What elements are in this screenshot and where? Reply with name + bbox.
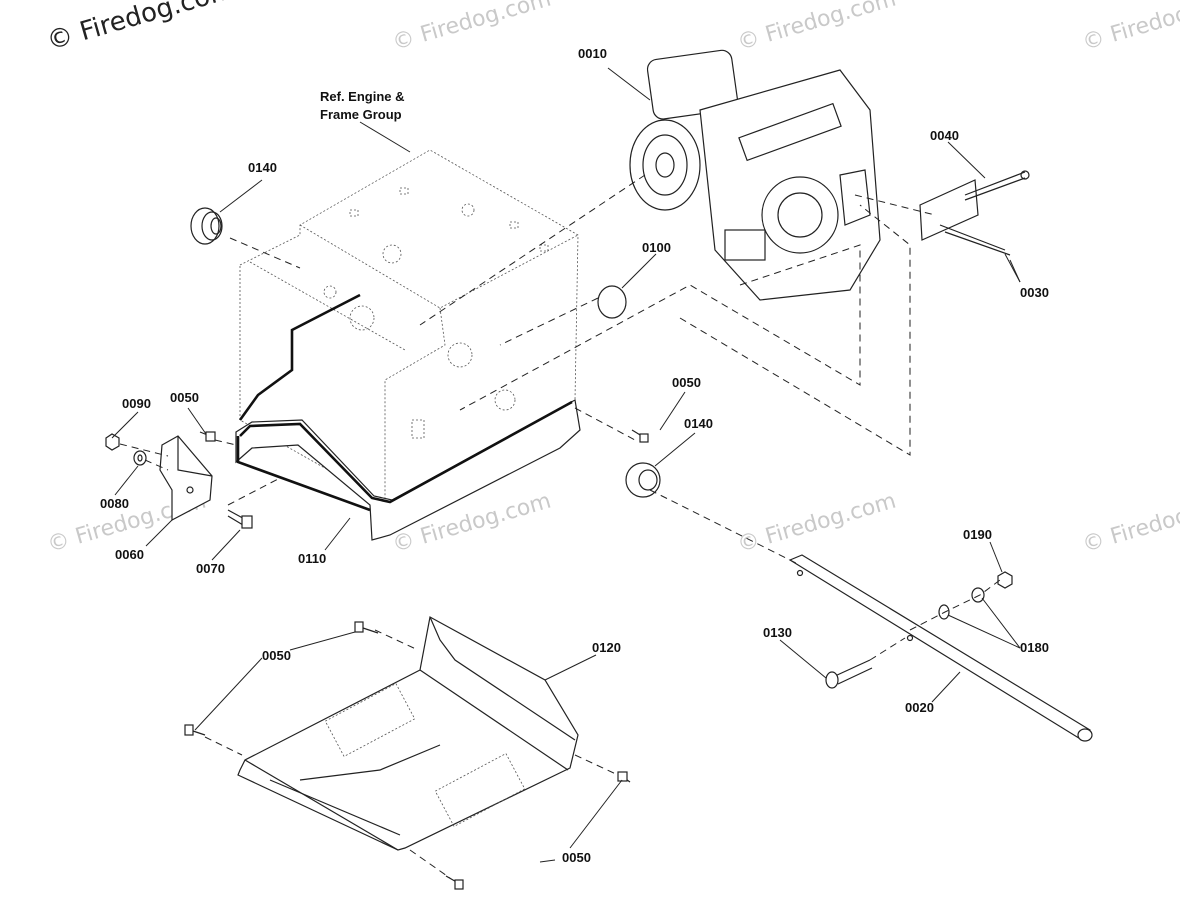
bushing-right (625, 462, 661, 498)
bracket-rod (919, 170, 1030, 256)
label-0140-right: 0140 (684, 416, 713, 431)
bushing-left (190, 207, 223, 245)
screw-mid (631, 429, 649, 443)
watermark-tile: © Firedog.com (1080, 489, 1180, 558)
screw-bottom-right (617, 771, 631, 783)
label-0190: 0190 (963, 527, 992, 542)
label-0090: 0090 (122, 396, 151, 411)
label-0050-bottom-right: 0050 (562, 850, 591, 865)
label-0080: 0080 (100, 496, 129, 511)
watermark-tile: © Firedog.com (735, 0, 899, 56)
label-0100: 0100 (642, 240, 671, 255)
watermark-tile: © Firedog.com (1080, 0, 1180, 56)
label-0050-bottom-left: 0050 (262, 648, 291, 663)
label-0130: 0130 (763, 625, 792, 640)
screw-bottom-bottom (445, 875, 464, 890)
label-0020: 0020 (905, 700, 934, 715)
label-0140-left: 0140 (248, 160, 277, 175)
ref-note-line1: Ref. Engine & (320, 89, 405, 104)
assembly-lines (119, 174, 1001, 879)
watermark-main: © Firedog.com (44, 0, 238, 57)
nut-right (997, 571, 1013, 589)
label-0030: 0030 (1020, 285, 1049, 300)
screw-bottom-top (354, 621, 379, 634)
bracket-angle (159, 435, 213, 521)
screw-bottom-left (184, 724, 206, 736)
engine (629, 49, 881, 301)
ref-note-line2: Frame Group (320, 107, 402, 122)
label-0040: 0040 (930, 128, 959, 143)
screw-top-left (199, 431, 216, 442)
leader-lines (111, 67, 1021, 863)
plug (597, 285, 627, 319)
cover-plate (235, 399, 581, 541)
frame-reference (239, 149, 579, 506)
label-0050-mid: 0050 (672, 375, 701, 390)
label-0110: 0110 (298, 551, 326, 566)
watermark-tile: © Firedog.com (735, 489, 899, 558)
label-0180: 0180 (1020, 640, 1049, 655)
washer-left (133, 450, 147, 466)
frame-cutout-outline (238, 293, 361, 421)
watermark-tile: © Firedog.com (390, 0, 554, 56)
bolt-right (825, 659, 873, 689)
label-0120: 0120 (592, 640, 621, 655)
axle-shaft (788, 554, 1093, 742)
bottom-pan (237, 616, 579, 851)
screw-lower (227, 509, 253, 529)
washers-right (938, 587, 985, 620)
label-0050-top-left: 0050 (170, 390, 199, 405)
nut-left (105, 433, 120, 451)
label-0060: 0060 (115, 547, 144, 562)
label-0070: 0070 (196, 561, 225, 576)
label-0010: 0010 (578, 46, 607, 61)
